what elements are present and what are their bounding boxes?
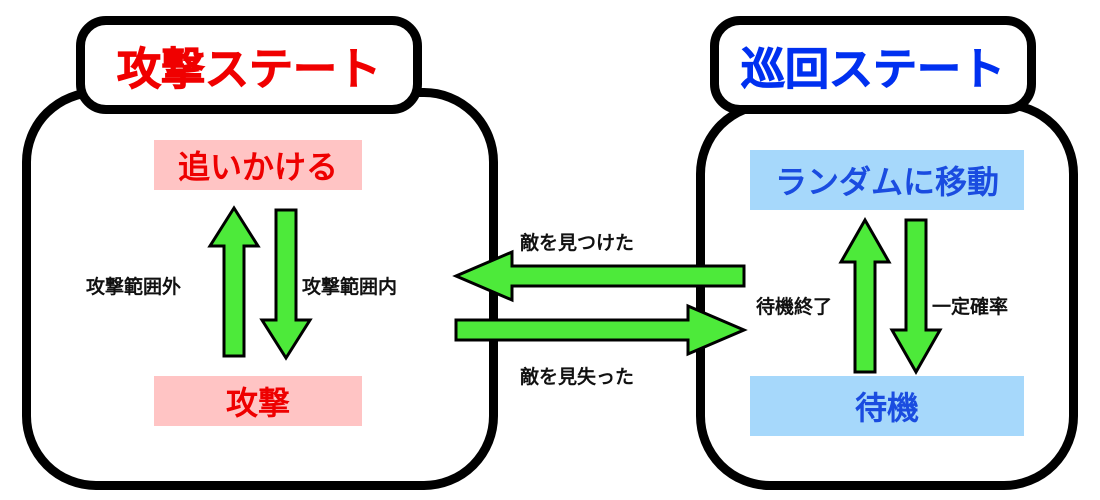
patrol-state-title: 巡回ステート: [710, 16, 1036, 114]
label-lost-enemy: 敵を見失った: [520, 366, 635, 388]
standby-state: 待機: [750, 376, 1024, 436]
arrow-up-to-chase: [207, 205, 261, 358]
label-standby-end: 待機終了: [756, 296, 833, 318]
random-move-state: ランダムに移動: [750, 150, 1024, 210]
attack-state: 攻撃: [154, 376, 362, 426]
arrow-down-to-standby: [889, 218, 943, 376]
label-found-enemy: 敵を見つけた: [520, 232, 635, 254]
arrow-down-to-attack: [259, 208, 313, 361]
arrow-up-to-random-move: [838, 216, 892, 374]
arrow-lost-enemy: [454, 303, 748, 357]
attack-state-title: 攻撃ステート: [76, 16, 422, 114]
arrow-found-enemy: [452, 249, 746, 303]
label-out-of-range: 攻撃範囲外: [86, 276, 182, 298]
label-probability: 一定確率: [932, 296, 1009, 318]
label-in-range: 攻撃範囲内: [302, 276, 398, 298]
chase-state: 追いかける: [154, 140, 362, 190]
